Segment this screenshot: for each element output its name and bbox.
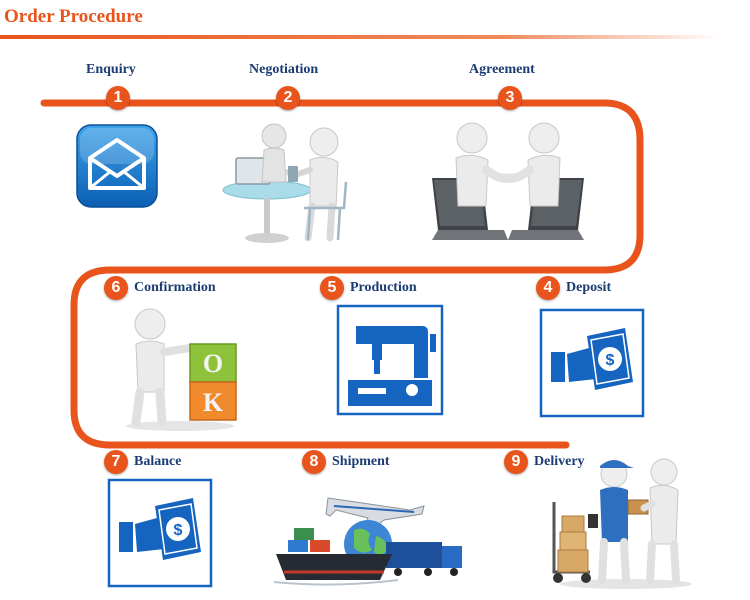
step-6-badge: 6 <box>104 276 128 300</box>
step-4-label: Deposit <box>566 280 612 295</box>
delivery-figures-icon <box>552 458 692 589</box>
step-1-badge: 1 <box>106 86 130 110</box>
step-7-badge: 7 <box>104 450 128 474</box>
step-6: 6 Confirmation <box>104 276 216 300</box>
ok-blocks-figure-icon: O K <box>126 308 237 431</box>
step-8-label: Shipment <box>332 454 390 469</box>
step-7: 7 Balance <box>104 450 181 474</box>
step-3-badge: 3 <box>498 86 522 110</box>
step-9-badge: 9 <box>504 450 528 474</box>
step-5: 5 Production <box>320 276 417 300</box>
step-1-label: Enquiry <box>86 62 136 77</box>
page-title: Order Procedure <box>4 6 143 27</box>
ok-block-bottom-letter: K <box>203 388 224 417</box>
step-8: 8 Shipment <box>302 450 390 474</box>
handshake-laptops-icon <box>432 122 584 240</box>
payment-hand-icon: $ <box>107 478 213 588</box>
meeting-figures-icon <box>222 123 348 243</box>
step-6-label: Confirmation <box>134 280 216 295</box>
svg-text:$: $ <box>606 352 615 369</box>
step-2-label: Negotiation <box>249 62 319 77</box>
payment-hand-icon: $ <box>539 308 645 418</box>
step-2-badge: 2 <box>276 86 300 110</box>
step-5-badge: 5 <box>320 276 344 300</box>
step-3-label: Agreement <box>469 62 535 77</box>
step-9: 9 Delivery <box>504 450 585 474</box>
sewing-machine-icon <box>336 304 444 416</box>
envelope-icon <box>76 124 158 208</box>
ok-block-top-letter: O <box>203 349 223 378</box>
header-divider <box>0 35 720 39</box>
step-5-label: Production <box>350 280 417 295</box>
svg-text:$: $ <box>174 522 183 539</box>
step-8-badge: 8 <box>302 450 326 474</box>
step-4-badge: 4 <box>536 276 560 300</box>
step-4: 4 Deposit <box>536 276 611 300</box>
globe-transport-icon <box>274 497 462 586</box>
step-7-label: Balance <box>134 454 182 469</box>
step-9-label: Delivery <box>534 454 585 469</box>
